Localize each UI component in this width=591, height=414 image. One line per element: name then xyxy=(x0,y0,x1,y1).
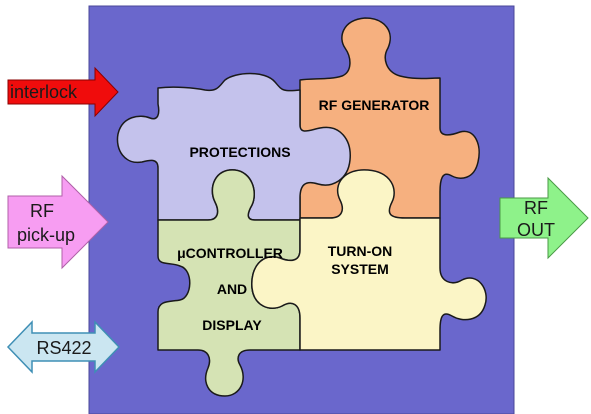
rf-generator-label: RF GENERATOR xyxy=(319,97,430,113)
turn-on-label-line2: SYSTEM xyxy=(331,261,389,277)
rs422-label: RS422 xyxy=(36,338,91,358)
rf-out-label-line1: RF xyxy=(524,198,548,218)
rf-pickup-arrow xyxy=(7,174,109,270)
ucontroller-label-line3: DISPLAY xyxy=(202,317,262,333)
rf-out-label-line2: OUT xyxy=(517,220,555,240)
ucontroller-label-line1: μCONTROLLER xyxy=(177,245,283,261)
ucontroller-label-line2: AND xyxy=(217,281,247,297)
rf-out-arrow xyxy=(499,176,589,260)
interlock-arrow xyxy=(7,66,119,118)
turn-on-piece xyxy=(251,169,487,351)
rf-pickup-label-line2: pick-up xyxy=(17,225,75,245)
interlock-label: interlock xyxy=(10,82,78,102)
protections-label: PROTECTIONS xyxy=(189,144,290,160)
rs422-arrow xyxy=(6,320,121,374)
turn-on-label-line1: TURN-ON xyxy=(328,243,393,259)
rf-pickup-label-line1: RF xyxy=(30,201,54,221)
